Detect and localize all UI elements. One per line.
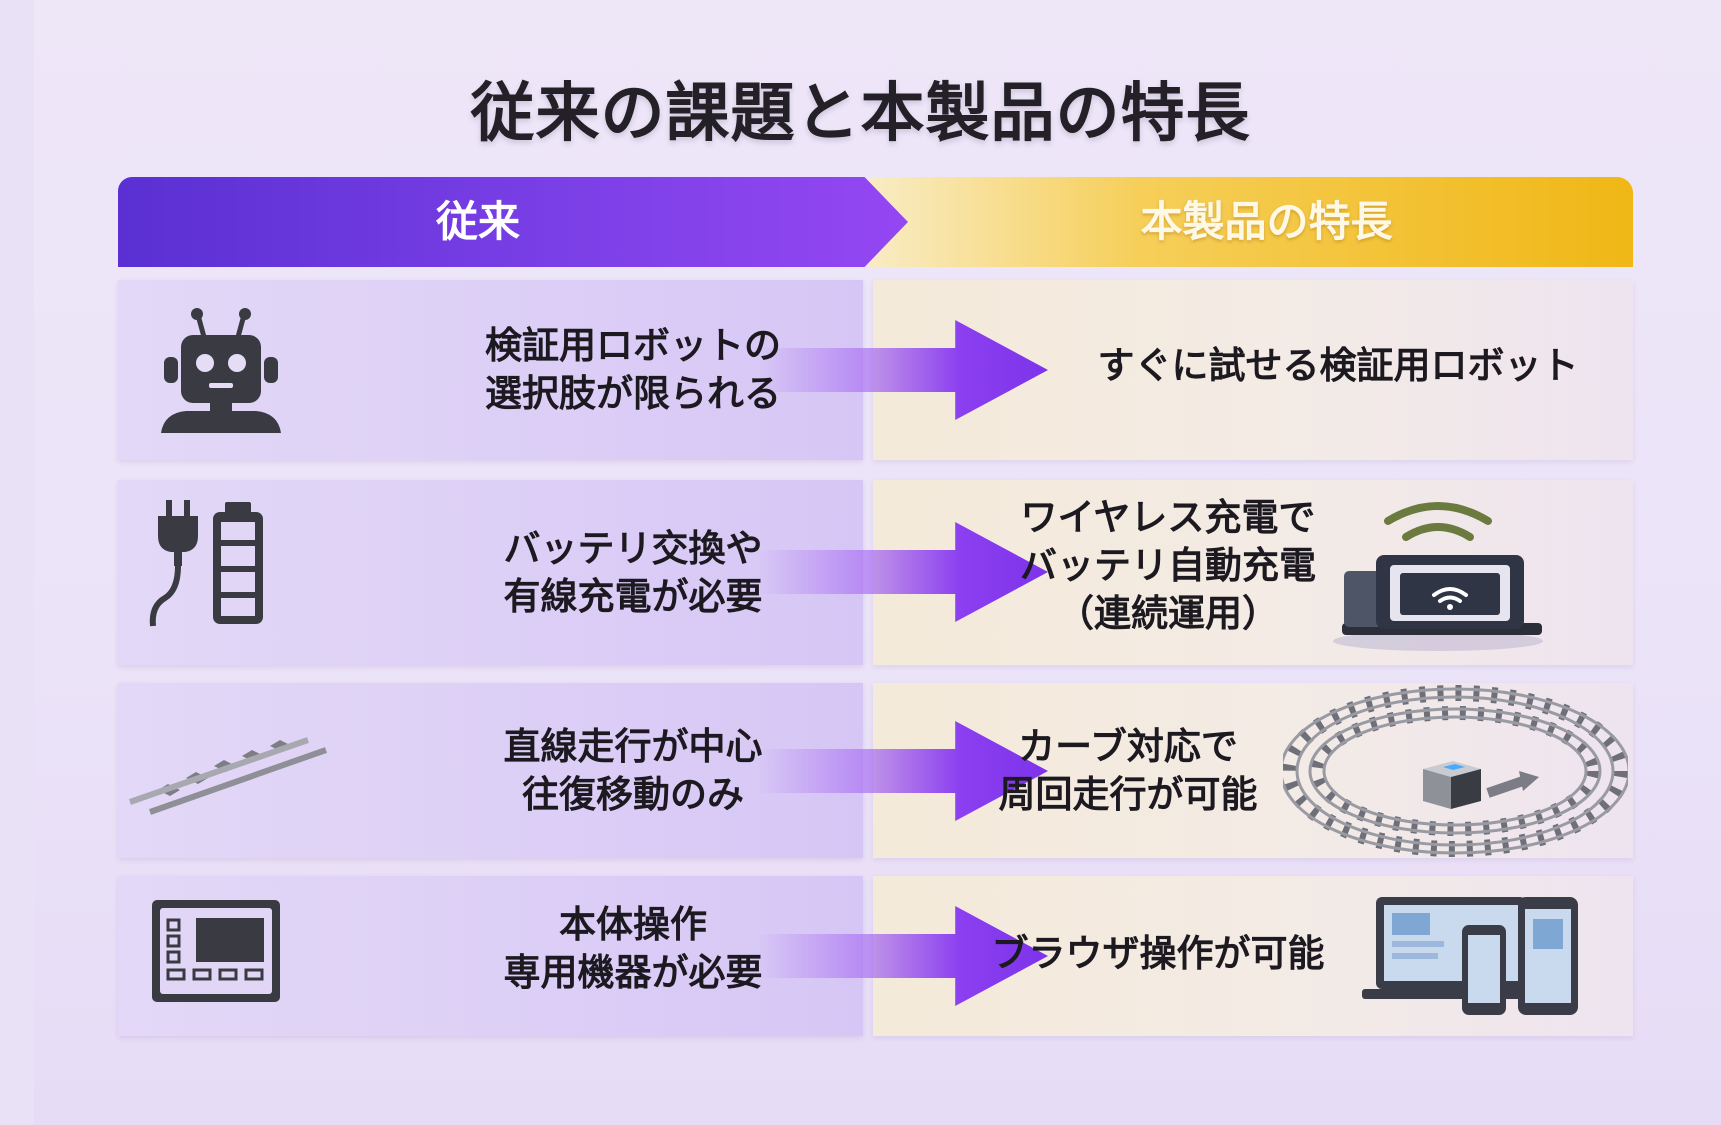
header-left-band <box>118 177 908 267</box>
conventional-cell <box>118 683 863 858</box>
header-right-band <box>870 177 1633 267</box>
robot-icon <box>161 308 281 433</box>
header-right-label: 本製品の特長 <box>1140 197 1393 246</box>
devices-icon <box>1362 897 1578 1015</box>
rail-track-icon <box>129 737 327 815</box>
page-title: 従来の課題と本製品の特長 <box>470 77 1251 151</box>
feature-text: すぐに試せる検証用ロボット <box>1097 344 1579 387</box>
conventional-text: バッテリ交換や 有線充電が必要 <box>503 527 763 618</box>
plug-battery-icon <box>149 500 263 627</box>
feature-text: カーブ対応で 周回走行が可能 <box>998 725 1258 816</box>
conventional-text: 検証用ロボットの 選択肢が限られる <box>485 324 781 415</box>
feature-text: ブラウザ操作が可能 <box>991 932 1325 975</box>
comparison-row-3: 直線走行が中心 往復移動のみ カーブ対応で 周回走行が可能 <box>118 683 1633 858</box>
wireless-charging-icon <box>1333 502 1543 651</box>
conventional-text: 直線走行が中心 往復移動のみ <box>503 725 763 816</box>
comparison-row-4: 本体操作 専用機器が必要 ブラウザ操作が可能 <box>118 876 1633 1036</box>
control-panel-icon <box>152 900 280 1002</box>
conventional-text: 本体操作 専用機器が必要 <box>503 903 763 994</box>
comparison-row-1: 検証用ロボットの 選択肢が限られる すぐに試せる検証用ロボット <box>118 280 1633 460</box>
circular-track-icon <box>1283 685 1628 857</box>
header-left-label: 従来 <box>435 197 520 246</box>
comparison-row-2: バッテリ交換や 有線充電が必要 ワイヤレス充電で バッテリ自動充電 （連続運用） <box>118 480 1633 665</box>
feature-text: ワイヤレス充電で バッテリ自動充電 （連続運用） <box>1020 496 1316 635</box>
